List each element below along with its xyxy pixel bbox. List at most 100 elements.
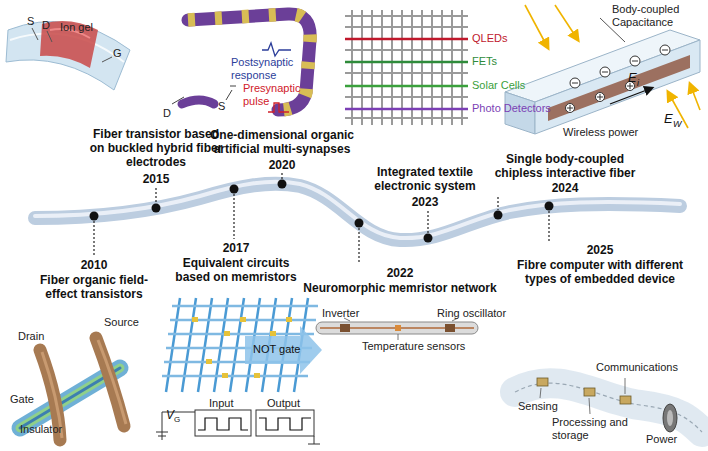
memristor-mesh	[158, 436, 166, 437]
memristor-mesh	[245, 326, 322, 374]
leader-line	[497, 197, 498, 210]
textile-mesh	[345, 96, 468, 98]
body-coupled-fiber	[610, 88, 652, 104]
material-label: Ion gel	[60, 21, 93, 34]
timeline-dot	[545, 202, 554, 211]
memristor-mesh	[240, 317, 246, 322]
memristor-mesh	[166, 298, 180, 392]
textile-mesh	[345, 117, 468, 119]
body-coupled-fiber	[570, 78, 580, 88]
memristor-mesh	[314, 436, 315, 444]
part-label: Gate	[10, 393, 34, 406]
synapse-fiber	[188, 14, 310, 110]
synapse-fiber	[172, 14, 310, 112]
neuromorphic-fiber	[398, 334, 399, 340]
field-subscript: i	[637, 78, 639, 89]
body-coupled-fiber	[570, 105, 571, 111]
signal-label: Output	[267, 397, 300, 410]
fiber-ofet	[20, 338, 126, 440]
synapse-fiber	[188, 14, 310, 110]
memristor-mesh	[162, 375, 308, 378]
synapse-fiber	[182, 100, 214, 104]
milestone-text: Fibre computer with different types of e…	[505, 258, 695, 286]
buckled-fiber-transistor	[6, 22, 130, 90]
year-label: 2024	[535, 181, 595, 195]
milestone-text: Equivalent circuits based on memristors	[166, 256, 306, 284]
part-label: Communications	[596, 361, 678, 374]
memristor-mesh	[168, 333, 314, 336]
memristor-mesh	[222, 373, 228, 378]
field-label: Body-coupled Capacitance	[612, 3, 707, 29]
year-label: 2025	[570, 243, 630, 257]
timeline-dot	[90, 180, 554, 243]
memristor-mesh	[254, 373, 260, 378]
neuromorphic-fiber	[316, 322, 478, 334]
memristor-mesh	[198, 418, 248, 430]
device-label: QLEDs	[472, 32, 507, 45]
part-label: Source	[104, 316, 139, 329]
terminal-label: D	[42, 19, 50, 32]
part-label: Power	[646, 433, 677, 446]
neuromorphic-fiber	[445, 324, 455, 332]
memristor-mesh	[156, 298, 322, 444]
textile-mesh	[345, 15, 468, 17]
fibre-computer	[540, 388, 541, 398]
leader-line	[358, 228, 359, 264]
leader-line	[548, 211, 549, 241]
leader-line	[427, 211, 428, 233]
gate-label: NOT gate	[253, 343, 301, 356]
body-coupled-fiber	[630, 56, 640, 66]
part-label: Ring oscillator	[437, 307, 506, 320]
voltage-subscript: G	[174, 415, 180, 424]
body-coupled-fiber	[632, 61, 638, 62]
body-coupled-fiber	[660, 45, 670, 55]
milestone-text: Single body-coupled chipless interactive…	[490, 152, 640, 180]
memristor-mesh	[214, 298, 228, 392]
memristor-mesh	[230, 298, 244, 392]
memristor-mesh	[156, 432, 168, 433]
synapse-fiber	[172, 97, 184, 104]
year-label: 2017	[206, 241, 266, 255]
timeline-fiber	[35, 182, 680, 238]
signal-label: Postsynaptic response	[231, 56, 303, 82]
memristor-mesh	[182, 298, 196, 392]
part-label: Temperature sensors	[362, 340, 465, 353]
leader-line	[233, 194, 234, 239]
terminal-label: G	[113, 47, 122, 60]
year-label: 2023	[395, 195, 455, 209]
textile-mesh	[345, 38, 468, 41]
textile-mesh	[345, 26, 468, 28]
textile-mesh	[345, 85, 468, 88]
textile-mesh	[345, 61, 468, 64]
memristor-mesh	[256, 410, 314, 436]
timeline-fiber	[35, 182, 680, 240]
leader-line	[281, 173, 282, 179]
memristor-mesh	[195, 410, 251, 436]
body-coupled-fiber	[600, 94, 601, 100]
textile-mesh	[345, 10, 468, 125]
fibre-computer	[584, 388, 595, 396]
memristor-mesh	[224, 331, 230, 336]
body-coupled-fiber	[662, 50, 668, 51]
buckled-fiber-transistor	[102, 57, 112, 62]
body-coupled-fiber	[596, 93, 605, 102]
synapse-fiber	[226, 90, 232, 100]
year-label: 2015	[126, 172, 186, 186]
terminal-label: S	[27, 15, 34, 28]
part-label: Insulator	[20, 423, 62, 436]
textile-mesh	[345, 10, 468, 125]
part-label: Drain	[18, 330, 44, 343]
timeline-dot	[355, 219, 364, 228]
field-symbol: E	[664, 111, 673, 126]
year-label: 2010	[64, 258, 124, 272]
body-coupled-fiber	[602, 72, 608, 73]
memristor-mesh	[270, 331, 276, 336]
device-label: FETs	[472, 55, 497, 68]
neuromorphic-fiber	[340, 324, 350, 332]
terminal-label: D	[163, 107, 171, 120]
leader-line	[94, 173, 549, 264]
signal-label: Presynaptic pulse	[243, 82, 309, 108]
part-label: Processing and storage	[552, 416, 632, 442]
synapse-fiber	[268, 103, 289, 112]
